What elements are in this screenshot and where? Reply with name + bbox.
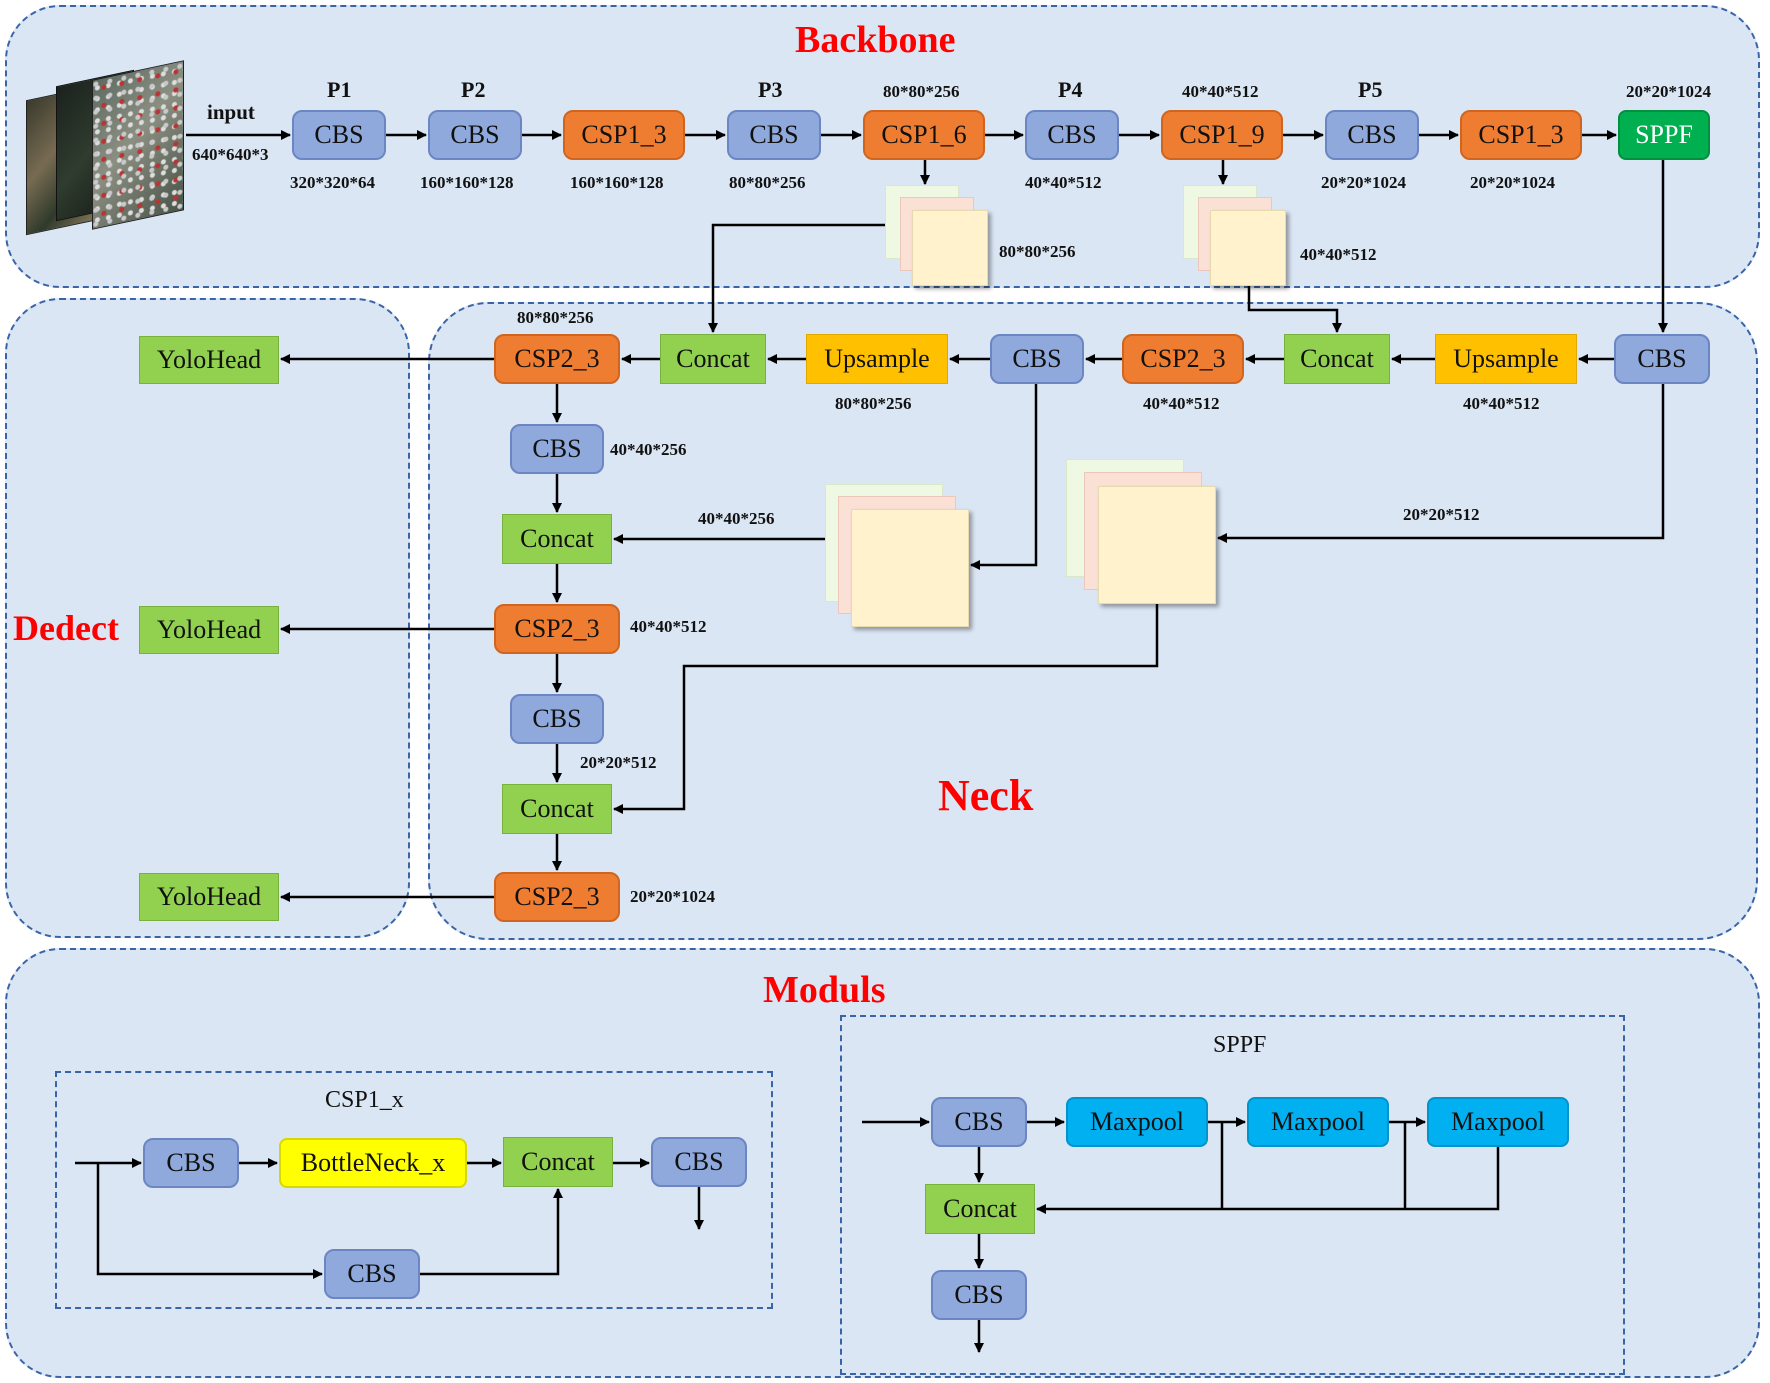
size-label: 40*40*512 <box>1463 394 1540 413</box>
backbone-cbs-5: CBS <box>1325 110 1419 160</box>
yolohead-2: YoloHead <box>139 606 279 654</box>
stage-label-p5: P5 <box>1358 77 1383 102</box>
feature-map-40 <box>1210 210 1286 286</box>
size-label: 160*160*128 <box>420 173 514 192</box>
stage-label-p4: P4 <box>1058 77 1083 102</box>
size-label: 40*40*256 <box>698 509 775 528</box>
size-label: 20*20*1024 <box>1321 173 1406 192</box>
backbone-cbs-1: CBS <box>292 110 386 160</box>
size-label: 40*40*512 <box>1143 394 1220 413</box>
sppf-module-box <box>840 1015 1625 1375</box>
size-label: 40*40*512 <box>1025 173 1102 192</box>
size-label: 40*40*512 <box>1182 82 1259 101</box>
size-label: 20*20*1024 <box>630 887 715 906</box>
sppf-maxpool-3: Maxpool <box>1427 1097 1569 1147</box>
size-label: 80*80*256 <box>729 173 806 192</box>
sppf-cbs-b: CBS <box>931 1270 1027 1320</box>
input-size-label: 640*640*3 <box>192 145 269 164</box>
stage-label-p3: P3 <box>758 77 783 102</box>
csp1x-bottleneck: BottleNeck_x <box>279 1138 467 1188</box>
neck-concat-col-1: Concat <box>502 514 612 564</box>
csp1x-cbs-a: CBS <box>143 1138 239 1188</box>
size-label: 40*40*512 <box>630 617 707 636</box>
size-label: 40*40*512 <box>1300 245 1377 264</box>
stage-label-p2: P2 <box>461 77 486 102</box>
size-label: 20*20*1024 <box>1626 82 1711 101</box>
backbone-cbs-3: CBS <box>727 110 821 160</box>
feature-map-neck-a <box>851 509 969 627</box>
neck-cbs-2: CBS <box>1614 334 1710 384</box>
size-label: 40*40*256 <box>610 440 687 459</box>
backbone-cbs-2: CBS <box>428 110 522 160</box>
neck-cbs-col-2: CBS <box>510 694 604 744</box>
input-label: input <box>207 100 255 124</box>
neck-panel <box>428 302 1758 940</box>
backbone-csp1-3-b: CSP1_3 <box>1460 110 1582 160</box>
size-label: 320*320*64 <box>290 173 375 192</box>
neck-title: Neck <box>938 771 1034 820</box>
detect-title: Dedect <box>13 608 119 648</box>
yolohead-3: YoloHead <box>139 873 279 921</box>
sppf-title: SPPF <box>1213 1032 1267 1058</box>
neck-concat-1: Concat <box>660 334 766 384</box>
size-label: 80*80*256 <box>517 308 594 327</box>
feature-map-80 <box>912 210 988 286</box>
sppf-concat: Concat <box>925 1184 1035 1234</box>
neck-csp2-3-top: CSP2_3 <box>494 334 620 384</box>
neck-concat-col-2: Concat <box>502 784 612 834</box>
backbone-csp1-9: CSP1_9 <box>1161 110 1283 160</box>
csp1x-concat: Concat <box>503 1137 613 1187</box>
csp1x-cbs-c: CBS <box>651 1137 747 1187</box>
csp1x-title: CSP1_x <box>325 1087 404 1113</box>
sppf-maxpool-1: Maxpool <box>1066 1097 1208 1147</box>
size-label: 80*80*256 <box>835 394 912 413</box>
feature-map-neck-b <box>1098 486 1216 604</box>
modules-title: Moduls <box>763 969 886 1011</box>
size-label: 20*20*512 <box>1403 505 1480 524</box>
neck-concat-2: Concat <box>1284 334 1390 384</box>
sppf-maxpool-2: Maxpool <box>1247 1097 1389 1147</box>
neck-csp2-3-mid: CSP2_3 <box>494 604 620 654</box>
neck-csp2-3-bottom: CSP2_3 <box>494 872 620 922</box>
yolohead-1: YoloHead <box>139 336 279 384</box>
backbone-csp1-3-a: CSP1_3 <box>563 110 685 160</box>
size-label: 80*80*256 <box>883 82 960 101</box>
neck-cbs-1: CBS <box>990 334 1084 384</box>
neck-upsample-1: Upsample <box>806 334 948 384</box>
backbone-csp1-6: CSP1_6 <box>863 110 985 160</box>
size-label: 20*20*1024 <box>1470 173 1555 192</box>
backbone-sppf: SPPF <box>1618 110 1710 160</box>
stage-label-p1: P1 <box>327 77 352 102</box>
sppf-cbs-a: CBS <box>931 1097 1027 1147</box>
neck-upsample-2: Upsample <box>1435 334 1577 384</box>
size-label: 20*20*512 <box>580 753 657 772</box>
size-label: 160*160*128 <box>570 173 664 192</box>
neck-csp2-3-2: CSP2_3 <box>1122 334 1244 384</box>
csp1x-cbs-b: CBS <box>324 1249 420 1299</box>
backbone-cbs-4: CBS <box>1025 110 1119 160</box>
backbone-title: Backbone <box>795 19 956 61</box>
csp1x-module-box <box>55 1071 773 1309</box>
neck-cbs-col-1: CBS <box>510 424 604 474</box>
size-label: 80*80*256 <box>999 242 1076 261</box>
